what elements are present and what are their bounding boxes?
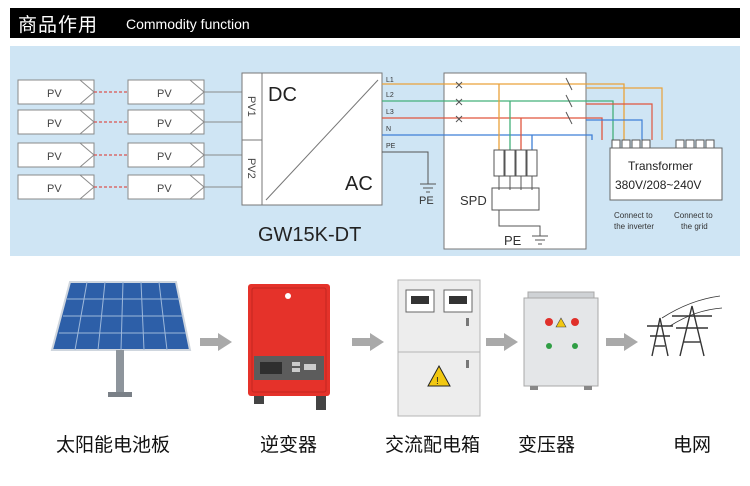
distribution-ground-symbol (532, 235, 548, 245)
caption-grid: 电网 (673, 434, 712, 456)
transformer-voltage: 380V/208~240V (615, 178, 701, 192)
ground-symbol (420, 183, 436, 193)
output-pe-label: PE (386, 143, 396, 150)
output-n-label: N (386, 126, 391, 133)
pv-series-connectors (94, 91, 128, 188)
pv-module: PV (17, 109, 95, 135)
pv-module: PV (17, 142, 95, 168)
header-bar: 商品作用 Commodity function (10, 8, 740, 38)
svg-text:PV: PV (157, 151, 172, 163)
output-l1-label: L1 (386, 77, 394, 84)
svg-text:!: ! (436, 376, 439, 387)
distribution-pe-label: PE (504, 233, 522, 248)
output-l3-label: L3 (386, 109, 394, 116)
spd-label: SPD (460, 193, 487, 208)
spd-unit (491, 149, 540, 211)
pv-module: PV (127, 142, 205, 168)
inverter-dc-label: DC (268, 84, 297, 106)
svg-text:PV: PV (157, 183, 172, 195)
svg-text:PV: PV (47, 88, 62, 100)
inverter-box: DC AC PV1 PV2 (241, 72, 383, 206)
connect-inverter-line1: Connect to (614, 211, 653, 220)
solar-panel-icon (50, 281, 192, 397)
inverter-ac-label: AC (345, 173, 373, 195)
svg-text:PV: PV (47, 118, 62, 130)
pv2-label: PV2 (245, 158, 257, 179)
pv-module: PV (127, 79, 205, 105)
header-title-cn: 商品作用 (18, 14, 99, 36)
caption-solar-panel: 太阳能电池板 (56, 434, 171, 456)
inverter-model-label: GW15K-DT (258, 224, 361, 246)
flow-arrow-icon (606, 333, 638, 351)
connect-inverter-line2: the inverter (614, 222, 654, 231)
header-title-en: Commodity function (126, 16, 250, 32)
pv-module: PV (127, 109, 205, 135)
pv-module: PV (127, 174, 205, 200)
transformer-label: Transformer (628, 159, 693, 173)
flow-arrow-icon (200, 333, 232, 351)
svg-text:PV: PV (47, 151, 62, 163)
pv-module: PV (17, 79, 95, 105)
svg-text:PV: PV (157, 118, 172, 130)
flow-arrow-icon (486, 333, 518, 351)
power-tower-icon (647, 295, 723, 357)
transformer-cabinet-icon (523, 291, 599, 390)
distribution-cabinet-icon: ! (397, 279, 481, 417)
transformer-box: Transformer 380V/208~240V (609, 139, 723, 201)
inverter-device-icon (248, 284, 330, 410)
connect-grid-line2: the grid (681, 222, 708, 231)
inverter-pe-ground-label: PE (419, 195, 434, 207)
connect-grid-line1: Connect to (674, 211, 713, 220)
svg-text:PV: PV (47, 183, 62, 195)
flow-arrow-icon (352, 333, 384, 351)
pv-module: PV (17, 174, 95, 200)
caption-inverter: 逆变器 (260, 434, 318, 456)
caption-transformer: 变压器 (518, 434, 576, 456)
caption-distribution-box: 交流配电箱 (385, 434, 481, 456)
pv1-label: PV1 (245, 96, 257, 117)
svg-text:PV: PV (157, 88, 172, 100)
output-l2-label: L2 (386, 92, 394, 99)
